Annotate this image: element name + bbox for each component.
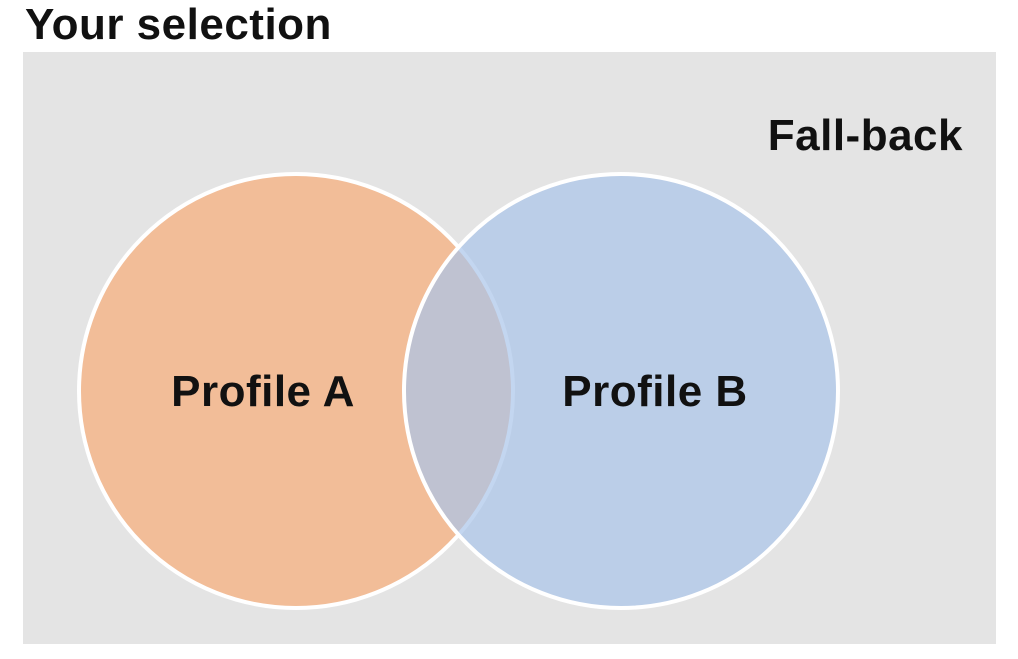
selection-panel: Fall-back Profile A Profile B (23, 52, 996, 644)
page-title: Your selection (25, 0, 332, 49)
fallback-label: Fall-back (767, 111, 963, 160)
venn-diagram (77, 172, 840, 610)
profile-b-circle[interactable] (402, 172, 840, 610)
